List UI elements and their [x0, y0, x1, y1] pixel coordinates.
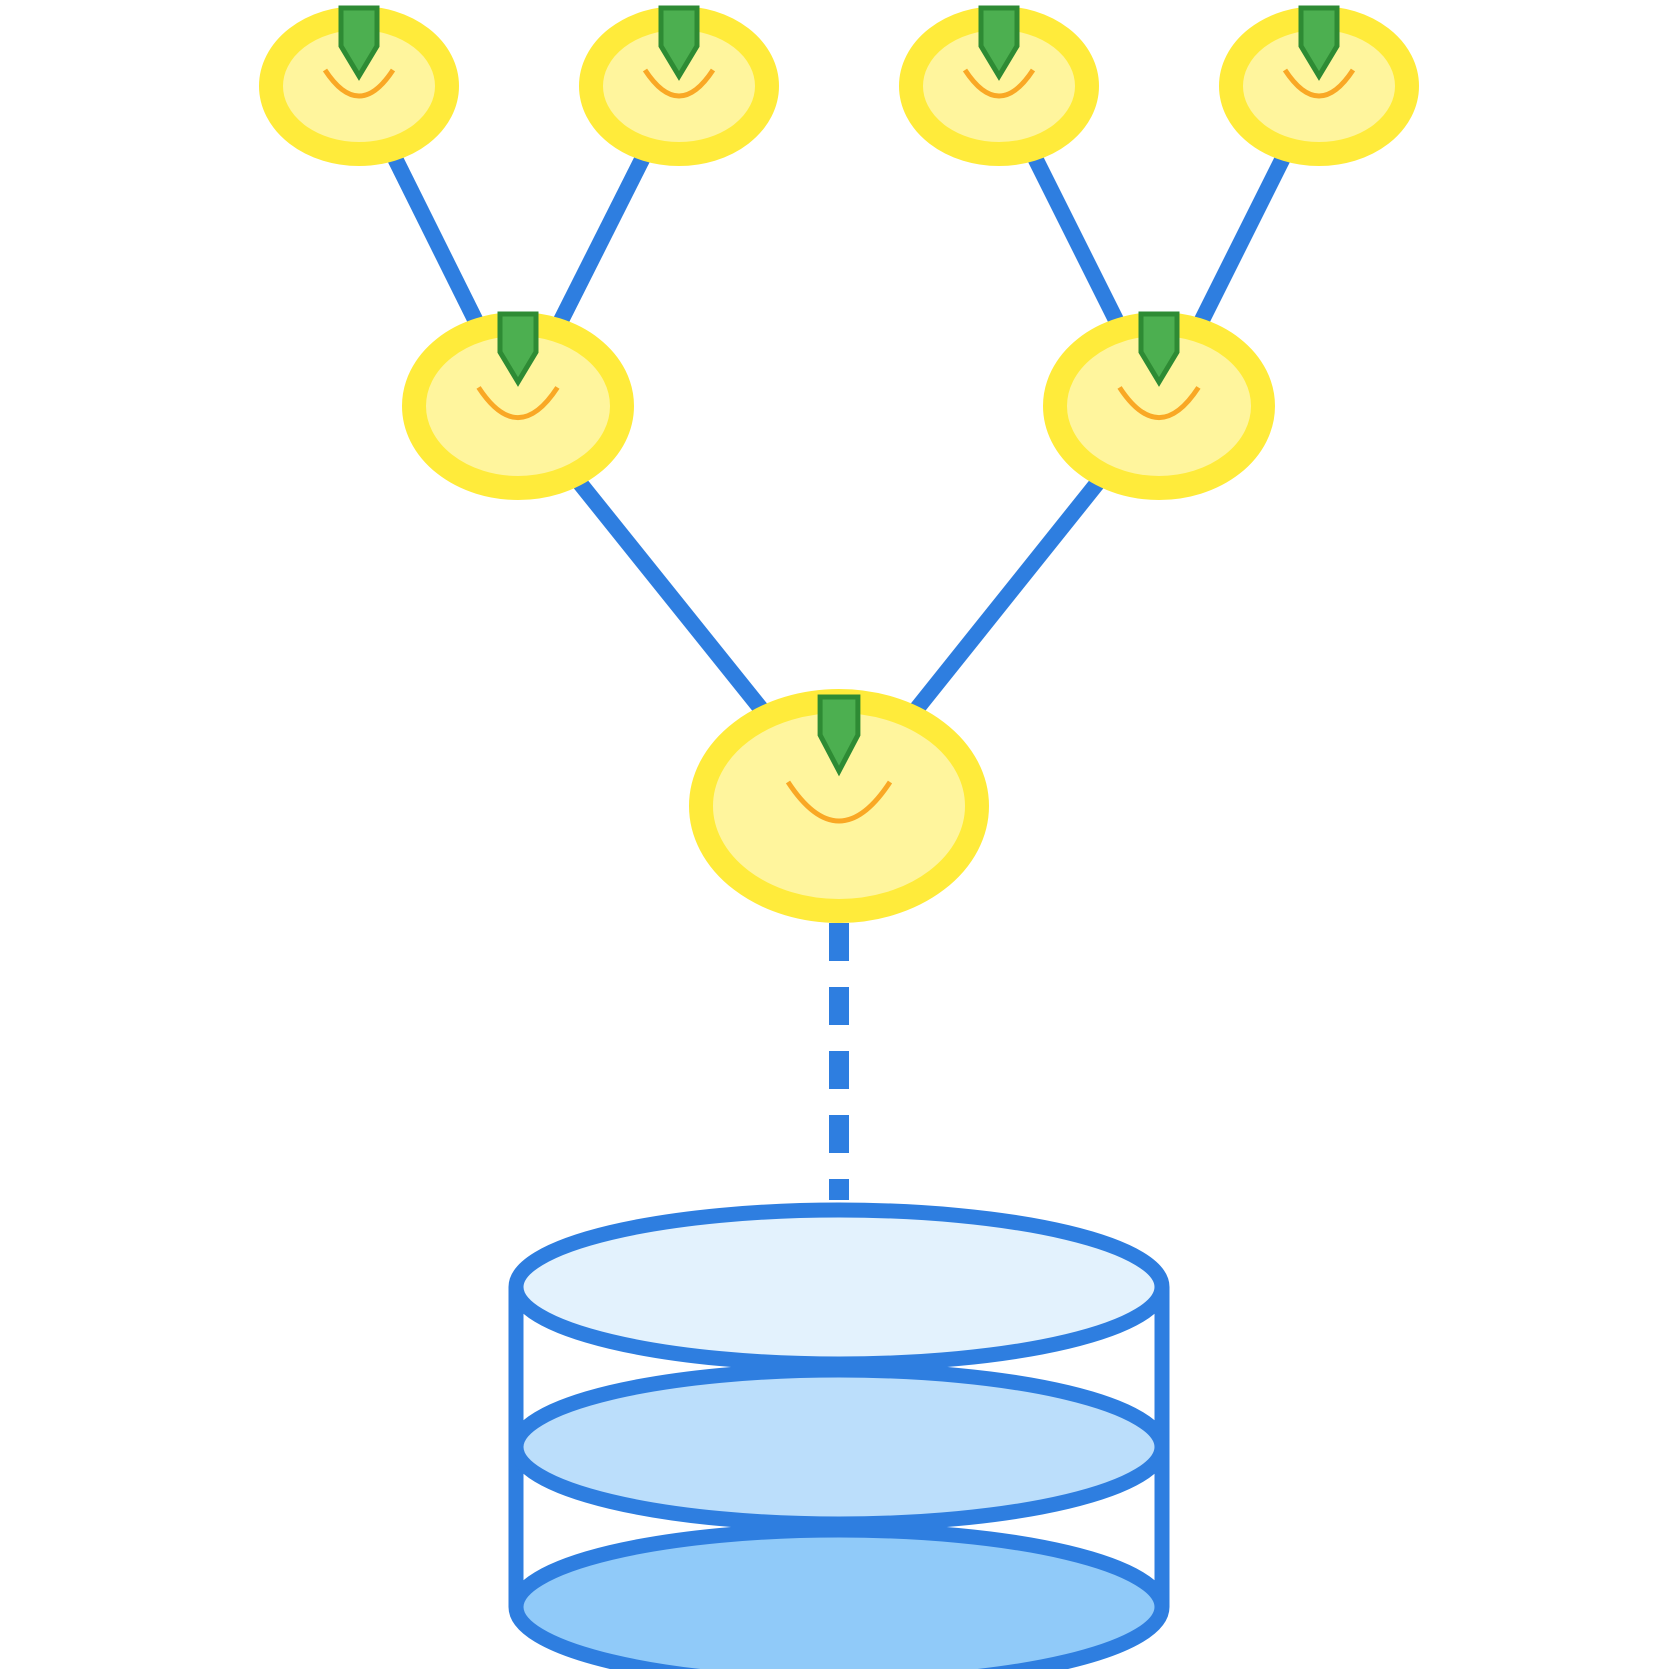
node-right-left — [899, 5, 1099, 166]
tag-icon — [978, 5, 1020, 81]
tag-icon — [1298, 5, 1340, 81]
smile-icon — [322, 68, 396, 99]
tag-icon — [338, 5, 380, 81]
node-left-right — [579, 5, 779, 166]
database-layer-3 — [508, 1522, 1170, 1669]
database-icon — [508, 1202, 1170, 1669]
smile-icon — [1282, 68, 1356, 99]
tag-icon — [497, 311, 539, 387]
node-right — [1043, 311, 1275, 500]
edges — [351, 82, 1327, 1200]
tag-icon — [817, 694, 861, 777]
smile-icon — [785, 780, 893, 824]
database-layer-1 — [508, 1202, 1170, 1372]
node-left-left — [259, 5, 459, 166]
nodes — [259, 5, 1419, 923]
tag-icon — [1138, 311, 1180, 387]
node-left — [402, 311, 634, 500]
smile-icon — [476, 386, 560, 421]
smile-icon — [962, 68, 1036, 99]
node-right-right — [1219, 5, 1419, 166]
node-root — [689, 689, 989, 923]
database-layer-2 — [508, 1362, 1170, 1532]
tag-icon — [658, 5, 700, 81]
smile-icon — [642, 68, 716, 99]
smile-icon — [1117, 386, 1201, 421]
